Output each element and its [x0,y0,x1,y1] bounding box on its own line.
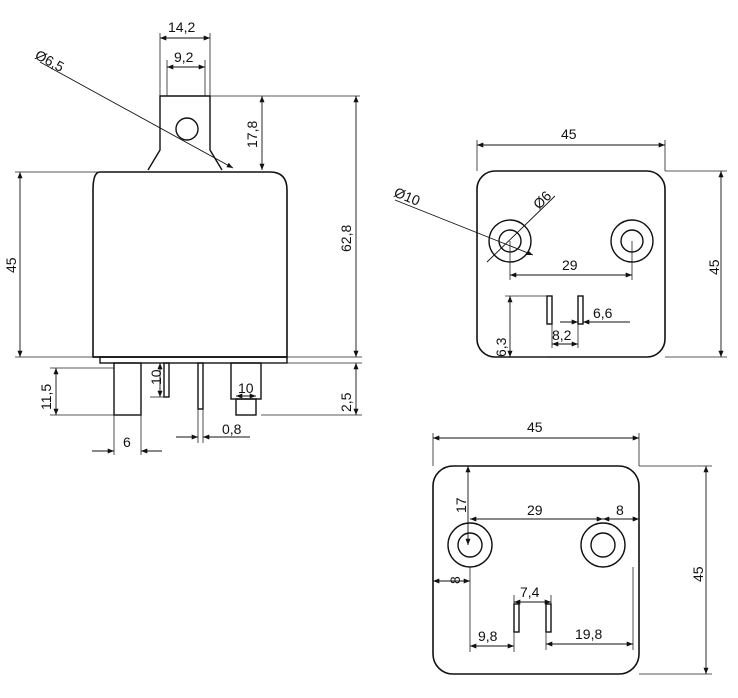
pin-main-left [113,362,142,416]
dim-pin-10-horizontal: 10 [238,380,254,396]
top-dim-pin-width: 6,6 [593,305,613,321]
top-dim-width: 45 [561,126,577,142]
top-pin-right [577,295,584,325]
pin-thin-left [163,362,170,398]
bottom-dim-width: 45 [527,419,543,435]
bottom-inner-hole-right [590,532,616,558]
bottom-dim-pin-left: 9,8 [478,628,498,644]
side-view: 14,2 9,2 Ø6,5 17,8 62,8 45 11,5 10 10 [3,19,362,455]
top-dim-height: 45 [706,259,722,275]
bottom-plate [432,465,640,675]
bottom-dim-pin-spacing: 7,4 [520,584,540,600]
top-plate [476,170,666,358]
dim-hole: Ø6,5 [33,47,67,75]
pin-thin-center [197,362,204,410]
dim-tab-width: 14,2 [168,19,195,35]
pin-main-right-tip [235,398,257,416]
top-dim-pin-length: 6,3 [493,337,509,357]
mounting-hole [175,117,199,141]
dim-pin-thickness: 0,8 [222,421,242,437]
dim-tab-height: 17,8 [244,121,260,148]
dim-pin-10-vertical: 10 [148,369,164,385]
dim-total-height: 62,8 [338,225,354,252]
mounting-tab [147,95,223,171]
bottom-dim-height: 45 [690,566,706,582]
dim-pin-length: 11,5 [38,384,54,410]
top-pin-left [546,295,553,325]
bottom-dim-pin-right: 19,8 [575,626,602,642]
dim-tab-inner: 9,2 [174,49,194,65]
relay-body [92,171,288,358]
bottom-dim-hole-offset-top: 17 [453,497,469,513]
dim-body-height: 45 [3,257,19,273]
bottom-dim-hole-offset-right: 8 [616,502,624,518]
dim-pin-offset: 2,5 [338,392,354,412]
top-view: 45 45 Ø10 Ø6 29 6,3 8,2 6,6 [392,126,727,358]
relay-base [99,356,288,364]
dim-pin-width: 6 [123,434,131,450]
top-dim-hole-spacing: 29 [562,257,578,273]
bottom-dim-hole-spacing: 29 [527,502,543,518]
top-dim-pin-spacing: 8,2 [552,327,572,343]
bottom-view: 45 45 17 29 8 8 7,4 9,8 19,8 [432,419,712,675]
bottom-outer-hole-right [580,522,626,568]
bottom-dim-hole-offset-left: 8 [447,576,463,584]
